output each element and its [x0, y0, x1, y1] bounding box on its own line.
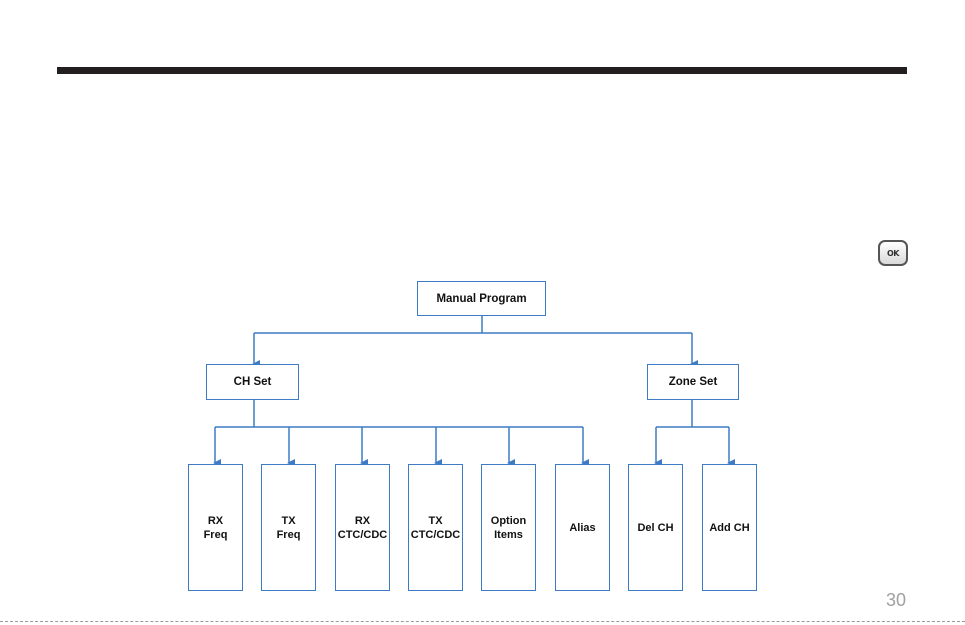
node-rx-freq: RX Freq — [188, 464, 243, 591]
node-add-ch: Add CH — [702, 464, 757, 591]
node-rx-ctc-cdc: RX CTC/CDC — [335, 464, 390, 591]
node-tx-ctc-cdc: TX CTC/CDC — [408, 464, 463, 591]
node-option-items: Option Items — [481, 464, 536, 591]
node-manual-program: Manual Program — [417, 281, 546, 316]
node-zone-set: Zone Set — [647, 364, 739, 400]
node-tx-freq: TX Freq — [261, 464, 316, 591]
node-alias: Alias — [555, 464, 610, 591]
page-number: 30 — [886, 590, 906, 611]
node-ch-set: CH Set — [206, 364, 299, 400]
node-del-ch: Del CH — [628, 464, 683, 591]
